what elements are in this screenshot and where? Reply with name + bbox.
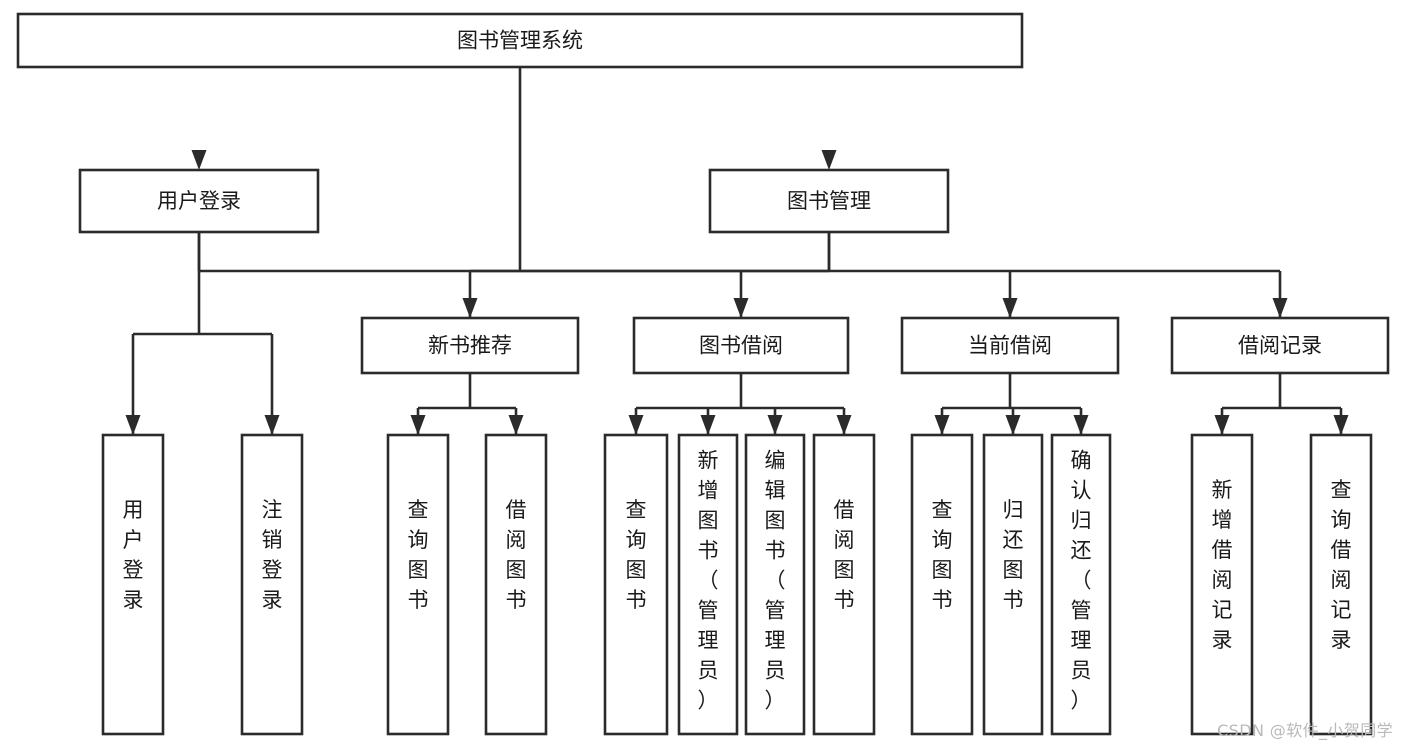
node-box (982, 433, 1044, 736)
arrow-head-icon (1272, 298, 1288, 318)
node-leaf-新增图书管理员[interactable]: 新增图书（管理员） (677, 433, 739, 736)
node-box (386, 433, 450, 736)
node-label: 归还图书 (1003, 498, 1024, 612)
node-label: 用户登录 (123, 498, 144, 612)
node-box (484, 433, 548, 736)
node-box (744, 433, 806, 736)
node-level2-当前借阅[interactable]: 当前借阅 (900, 316, 1120, 375)
arrow-head-icon (1002, 298, 1018, 318)
node-label: 当前借阅 (968, 334, 1052, 358)
node-leaf-新增借阅记录[interactable]: 新增借阅记录 (1190, 433, 1254, 736)
node-level1-图书管理[interactable]: 图书管理 (708, 168, 950, 234)
node-label: 确认归还（管理员） (1071, 448, 1092, 712)
node-label: 借阅记录 (1238, 334, 1322, 358)
arrow-head-icon (264, 415, 280, 435)
node-level2-图书借阅[interactable]: 图书借阅 (632, 316, 850, 375)
arrow-head-icon (1005, 415, 1021, 435)
node-label: 图书借阅 (699, 334, 783, 358)
node-level2-借阅记录[interactable]: 借阅记录 (1170, 316, 1390, 375)
node-box (16, 12, 1024, 69)
node-leaf-确认归还管理员[interactable]: 确认归还（管理员） (1050, 433, 1112, 736)
node-leaf-查询图书[interactable]: 查询图书 (603, 433, 669, 736)
node-label: 借阅图书 (506, 498, 527, 612)
node-label: 新增图书（管理员） (698, 448, 719, 712)
node-leaf-注销登录[interactable]: 注销登录 (240, 433, 304, 736)
arrow-head-icon (700, 415, 716, 435)
node-box (812, 433, 876, 736)
node-box (360, 316, 580, 375)
node-label: 注销登录 (262, 498, 283, 612)
node-box (910, 433, 974, 736)
node-box (603, 433, 669, 736)
node-box (240, 433, 304, 736)
node-level1-用户登录[interactable]: 用户登录 (78, 168, 320, 234)
node-leaf-查询图书[interactable]: 查询图书 (910, 433, 974, 736)
node-leaf-借阅图书[interactable]: 借阅图书 (484, 433, 548, 736)
arrow-head-icon (410, 415, 426, 435)
node-label: 查询图书 (626, 498, 647, 612)
node-label: 新书推荐 (428, 334, 512, 358)
node-box (1170, 316, 1390, 375)
node-label: 图书管理系统 (457, 29, 583, 53)
node-leaf-查询图书[interactable]: 查询图书 (386, 433, 450, 736)
arrow-head-icon (733, 298, 749, 318)
arrow-head-icon (767, 415, 783, 435)
node-box (632, 316, 850, 375)
arrow-head-icon (836, 415, 852, 435)
arrow-head-icon (628, 415, 644, 435)
node-leaf-用户登录[interactable]: 用户登录 (101, 433, 165, 736)
arrow-head-icon (125, 415, 141, 435)
node-level2-新书推荐[interactable]: 新书推荐 (360, 316, 580, 375)
arrow-head-icon (462, 298, 478, 318)
node-label: 查询图书 (932, 498, 953, 612)
node-label: 用户登录 (157, 189, 241, 213)
arrow-head-icon (1333, 415, 1349, 435)
node-box (1190, 433, 1254, 736)
watermark: CSDN @软件_小贺同学 (1217, 721, 1393, 740)
arrow-head-icon (508, 415, 524, 435)
arrow-head-icon (1073, 415, 1089, 435)
arrow-head-icon (821, 150, 837, 170)
node-label: 新增借阅记录 (1212, 478, 1233, 652)
arrow-head-icon (1214, 415, 1230, 435)
arrow-head-icon (191, 150, 207, 170)
node-box (78, 168, 320, 234)
node-box (708, 168, 950, 234)
node-label: 借阅图书 (834, 498, 855, 612)
arrow-head-icon (934, 415, 950, 435)
node-label: 编辑图书（管理员） (765, 448, 786, 712)
node-box (900, 316, 1120, 375)
node-label: 图书管理 (787, 189, 871, 213)
node-box (101, 433, 165, 736)
node-root-图书管理系统[interactable]: 图书管理系统 (16, 12, 1024, 69)
node-label: 查询图书 (408, 498, 429, 612)
node-box (1050, 433, 1112, 736)
node-leaf-归还图书[interactable]: 归还图书 (982, 433, 1044, 736)
node-leaf-查询借阅记录[interactable]: 查询借阅记录 (1309, 433, 1373, 736)
node-leaf-借阅图书[interactable]: 借阅图书 (812, 433, 876, 736)
node-label: 查询借阅记录 (1331, 478, 1352, 652)
node-box (677, 433, 739, 736)
node-leaf-编辑图书管理员[interactable]: 编辑图书（管理员） (744, 433, 806, 736)
node-box (1309, 433, 1373, 736)
